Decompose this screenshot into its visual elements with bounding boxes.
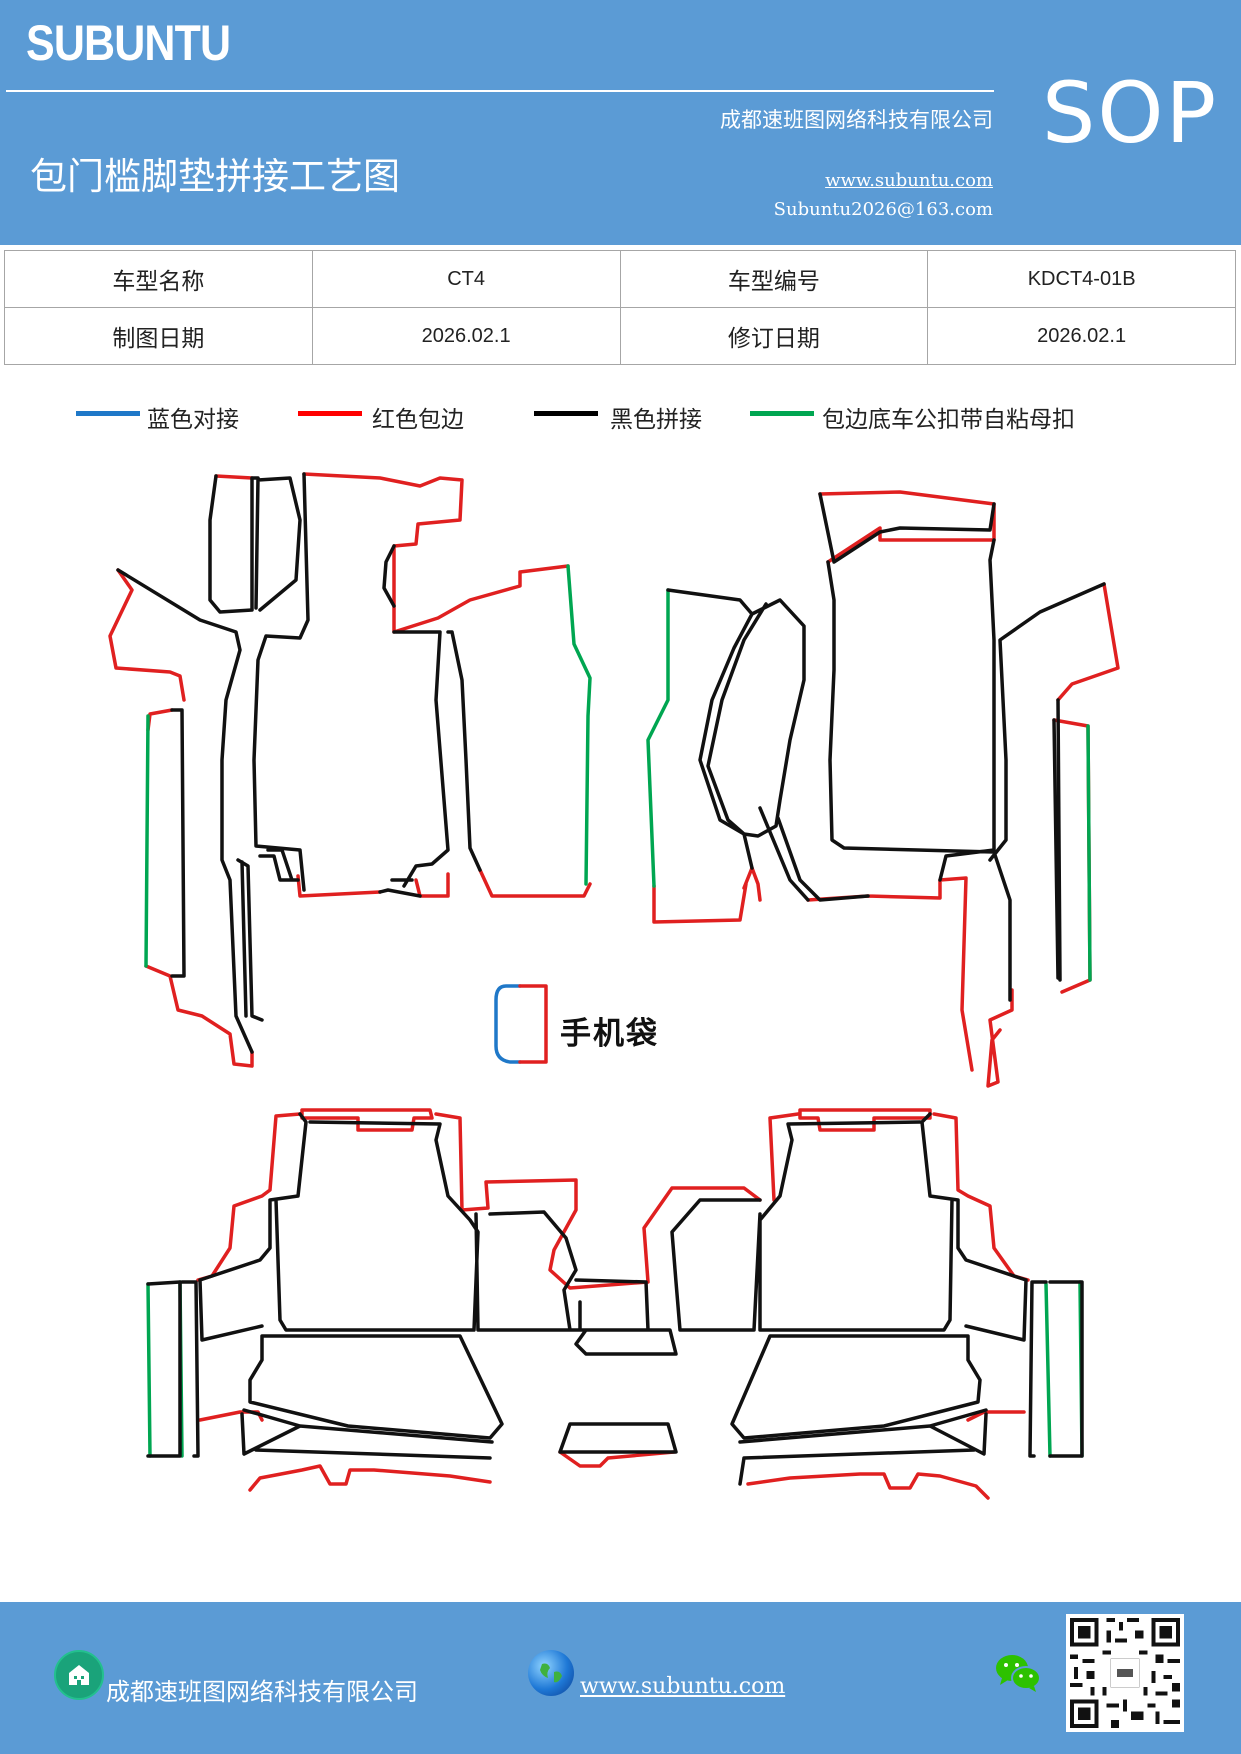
table-row: 车型名称 CT4 车型编号 KDCT4-01B <box>4 250 1236 308</box>
revise-date-value: 2026.02.1 <box>927 307 1236 365</box>
front-left-mat <box>108 472 592 1068</box>
model-name-value: CT4 <box>311 250 621 308</box>
revise-date-label: 修订日期 <box>619 307 929 365</box>
mat-layout-diagram <box>108 472 1120 1500</box>
footer-banner: 成都速班图网络科技有限公司 www.subuntu.com <box>0 1602 1241 1754</box>
info-table: 车型名称 CT4 车型编号 KDCT4-01B 制图日期 2026.02.1 修… <box>4 250 1236 365</box>
legend-label-blue: 蓝色对接 <box>147 407 239 433</box>
rear-right-mat <box>670 1108 1084 1500</box>
draw-date-label: 制图日期 <box>4 307 313 365</box>
legend-swatch-red <box>298 411 362 416</box>
phone-pocket-label: 手机袋 <box>560 1016 659 1052</box>
legend-swatch-blue <box>76 411 140 416</box>
sop-badge: SOP <box>1042 64 1219 162</box>
table-row: 制图日期 2026.02.1 修订日期 2026.02.1 <box>4 307 1236 365</box>
header-divider <box>6 90 994 92</box>
model-code-value: KDCT4-01B <box>927 250 1236 308</box>
legend-label-black: 黑色拼接 <box>610 407 702 433</box>
model-code-label: 车型编号 <box>619 250 929 308</box>
phone-pocket-shape <box>494 984 548 1064</box>
page-title: 包门槛脚垫拼接工艺图 <box>30 155 400 198</box>
company-icon <box>54 1650 104 1700</box>
footer-company: 成都速班图网络科技有限公司 <box>106 1678 418 1706</box>
brand-logo: SUBUNTU <box>26 15 231 71</box>
header-banner: SUBUNTU SOP 成都速班图网络科技有限公司 包门槛脚垫拼接工艺图 www… <box>0 0 1241 245</box>
legend-swatch-green <box>750 411 814 416</box>
header-company: 成都速班图网络科技有限公司 <box>720 108 993 132</box>
legend-swatch-black <box>534 411 598 416</box>
footer-website-link[interactable]: www.subuntu.com <box>580 1674 786 1699</box>
draw-date-value: 2026.02.1 <box>311 307 621 365</box>
header-website-link[interactable]: www.subuntu.com <box>825 170 993 191</box>
wechat-icon[interactable] <box>994 1652 1042 1694</box>
header-email[interactable]: Subuntu2026@163.com <box>773 199 993 220</box>
qr-code <box>1066 1614 1184 1732</box>
legend-label-red: 红色包边 <box>372 407 464 433</box>
front-right-mat <box>646 490 1120 1088</box>
rear-left-mat <box>146 1108 762 1492</box>
legend-label-green: 包边底车公扣带自粘母扣 <box>822 407 1075 433</box>
model-name-label: 车型名称 <box>4 250 313 308</box>
globe-icon <box>528 1650 574 1696</box>
